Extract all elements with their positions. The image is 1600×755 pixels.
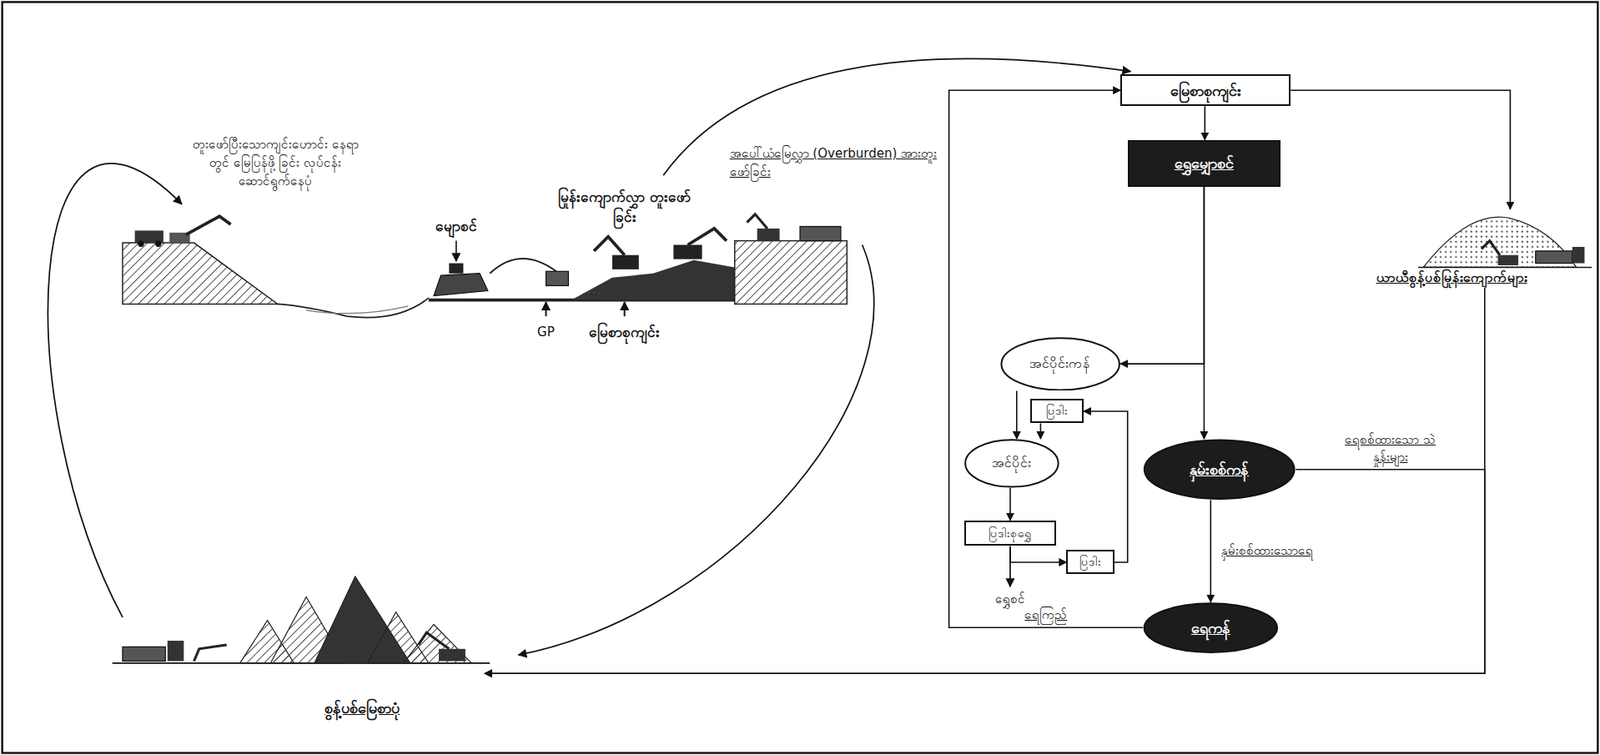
excavator-arm	[1481, 241, 1500, 256]
flow-connector	[1290, 90, 1510, 210]
diagram-label: ရွှေစင်	[995, 590, 1026, 609]
mine-landscape	[122, 214, 847, 318]
tank-ellipse: နှမ်းစစ်ကန်	[1142, 438, 1296, 500]
wheel	[137, 241, 144, 247]
loader-arm	[186, 216, 232, 235]
flow-curve	[48, 163, 182, 618]
reclaimed-slope	[122, 242, 278, 304]
flow-connector	[1210, 499, 1213, 602]
pit-water	[306, 306, 408, 314]
diagram-label: မြေစာစုကျင်း	[588, 322, 660, 343]
excavator-arm	[746, 214, 767, 229]
gravel-pump	[545, 271, 569, 286]
edge-label: နှမ်းစစ်ထားသောရေ	[1218, 542, 1316, 560]
flow-curve	[518, 245, 874, 656]
overburden-bench	[734, 241, 848, 305]
flow-connector	[1204, 105, 1207, 140]
dredge-house	[448, 263, 463, 274]
ellipse-shape	[965, 439, 1058, 487]
ellipse-shape	[1001, 337, 1119, 390]
leader-arrow	[545, 301, 548, 317]
excavator-arm	[593, 236, 625, 256]
flow-connector	[1009, 488, 1012, 521]
flow-connector	[1016, 391, 1018, 440]
truck	[800, 226, 841, 242]
process-box: ရွှေမျှောစင်	[1127, 140, 1281, 187]
node-text: ရွှေမျှောစင်	[1174, 151, 1234, 175]
leader-arrow	[623, 301, 626, 317]
heap	[402, 623, 472, 663]
excavator	[757, 228, 780, 242]
node-text: စွန့်ပစ်မြေစာပုံ	[324, 696, 400, 720]
small-box: ပြဒါးစုရွှေ	[964, 520, 1057, 547]
truck	[1535, 251, 1573, 264]
leader-arrow	[455, 241, 458, 262]
excavator	[673, 245, 702, 260]
small-box: ပြဒါး	[1030, 398, 1084, 423]
spoil-heap	[112, 576, 490, 664]
dredge	[433, 273, 489, 297]
diagram-label: မျောစင်	[435, 216, 478, 237]
gravel	[571, 288, 613, 300]
excavator	[438, 649, 466, 662]
wheel	[155, 241, 162, 247]
edge-label: ရေစစ်ထားသော သဲနှုန်းများ	[1338, 431, 1444, 467]
node-text: ပြဒါး	[1046, 402, 1068, 420]
ellipse-shape	[1144, 439, 1295, 499]
diagram-label: အပေါ်ယံမြေလွှာ (Overburden) အားတူးဖော်ခြ…	[729, 145, 943, 182]
heap	[1423, 216, 1576, 267]
diagram-label: မြုန်းကျောက်လွှာ တူးဖော်ခြင်း	[550, 186, 700, 228]
pit	[277, 297, 429, 317]
flow-connector	[484, 469, 1485, 675]
excavator	[1498, 255, 1519, 266]
tank-ellipse: အင်ပိုင်းကန်	[1000, 337, 1121, 392]
temporary-heap	[1418, 216, 1592, 267]
edge-label: ရေကြည်	[1021, 606, 1070, 624]
tank-ellipse: ရေကန်	[1142, 602, 1279, 654]
flow-connector	[1120, 186, 1204, 364]
heap-node: ယာယီစွန့်ပစ်မြုန်းကျောက်များ	[1311, 209, 1592, 288]
flow-connector	[1083, 411, 1128, 563]
process-box: မြေစာစုကျင်း	[1120, 74, 1291, 106]
node-text: အင်ပိုင်း	[991, 452, 1032, 473]
diagram-label: တူးဖော်ပြီးသောကျင်းဟောင်း နေရာတွင် မြေပြ…	[186, 135, 366, 191]
flow-connector	[1040, 423, 1042, 440]
node-text: မြေစာစုကျင်း	[1170, 79, 1242, 102]
excavator-arm	[687, 228, 726, 246]
flow-connector	[1010, 545, 1067, 563]
node-text: ရေကန်	[1191, 616, 1231, 639]
node-text: ပြဒါးစုရွှေ	[988, 524, 1032, 543]
diagram-label: GP	[537, 323, 555, 343]
truck-cab	[1572, 246, 1585, 264]
node-text: ယာယီစွန့်ပစ်မြုန်းကျောက်များ	[1376, 267, 1528, 288]
flow-connector	[949, 90, 1143, 628]
ellipse-shape	[1144, 603, 1278, 653]
small-box: ပြဒါး	[1066, 549, 1114, 574]
ore-layer	[571, 260, 735, 301]
truck-cab	[167, 640, 185, 661]
truck	[122, 646, 166, 661]
excavator	[612, 255, 639, 270]
tank-ellipse: အင်ပိုင်း	[964, 438, 1060, 489]
node-text: ပြဒါး	[1079, 553, 1102, 571]
excavator-arm	[418, 632, 450, 650]
flow-connector	[484, 287, 1485, 674]
node-text: နှမ်းစစ်ကန်	[1189, 457, 1249, 481]
ground-line	[1418, 266, 1592, 268]
loader-arm	[194, 644, 227, 662]
node-text: အင်ပိုင်းကန်	[1029, 353, 1091, 374]
heap-node: စွန့်ပစ်မြေစာပုံ	[239, 571, 485, 720]
